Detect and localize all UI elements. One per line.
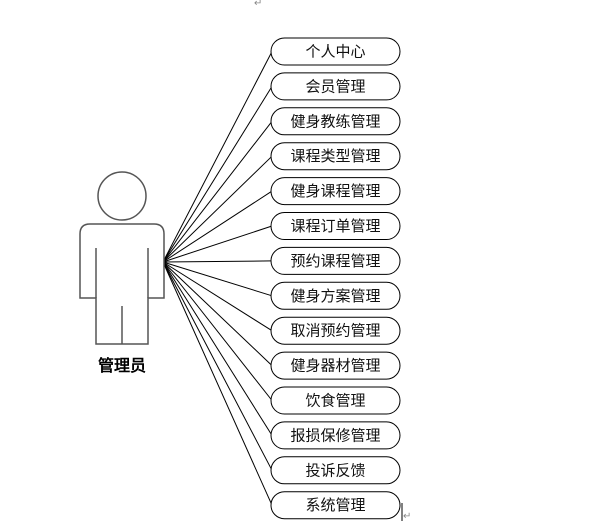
use-case-oval <box>270 421 401 450</box>
association-line <box>162 261 273 366</box>
association-line <box>162 155 273 263</box>
use-case-label: 健身教练管理 <box>290 112 380 130</box>
use-case: 健身教练管理 <box>270 107 401 136</box>
use-case-label: 投诉反馈 <box>305 461 365 479</box>
association-line <box>162 86 273 263</box>
use-case: 课程类型管理 <box>270 142 401 171</box>
association-line <box>162 261 273 506</box>
use-case-label: 系统管理 <box>305 496 365 514</box>
use-case-label: 健身器材管理 <box>290 357 380 375</box>
use-case-list: 个人中心会员管理健身教练管理课程类型管理健身课程管理课程订单管理预约课程管理健身… <box>270 37 401 520</box>
use-case: 健身课程管理 <box>270 177 401 206</box>
use-case-oval <box>270 386 401 415</box>
use-case: 会员管理 <box>270 72 401 101</box>
use-case: 饮食管理 <box>270 386 401 415</box>
paragraph-mark-top: ↵ <box>254 0 262 9</box>
paragraph-mark-end: ↵ <box>403 511 411 522</box>
association-line <box>162 190 273 263</box>
association-line <box>162 261 273 332</box>
association-line <box>162 51 273 263</box>
use-case-label: 个人中心 <box>305 43 365 61</box>
use-case-oval <box>270 491 401 520</box>
use-case-oval <box>270 246 401 275</box>
association-line <box>162 261 273 297</box>
use-case-label: 健身课程管理 <box>290 182 380 200</box>
use-case-oval <box>270 351 401 380</box>
use-case: 健身方案管理 <box>270 281 401 310</box>
association-line <box>162 261 273 471</box>
use-case-oval <box>270 142 401 171</box>
use-case-oval <box>270 72 401 101</box>
use-case-label: 预约课程管理 <box>290 252 380 270</box>
use-case: 报损保修管理 <box>270 421 401 450</box>
actor-name: 管理员 <box>98 356 146 375</box>
use-case-oval <box>270 37 401 66</box>
actor-body <box>79 223 165 345</box>
use-case-oval <box>270 281 401 310</box>
use-case: 个人中心 <box>270 37 401 66</box>
association-line <box>162 261 273 401</box>
use-case-label: 课程类型管理 <box>290 147 380 165</box>
use-case-oval <box>270 177 401 206</box>
use-case: 系统管理 <box>270 491 401 520</box>
actor-figure <box>79 171 165 345</box>
use-case-label: 饮食管理 <box>305 392 365 410</box>
association-line <box>162 120 273 263</box>
use-case-oval <box>270 107 401 136</box>
use-case: 投诉反馈 <box>270 456 401 485</box>
actor-head <box>97 171 147 221</box>
association-line <box>162 261 273 436</box>
association-lines <box>162 51 273 506</box>
use-case-label: 报损保修管理 <box>290 426 380 444</box>
association-line <box>162 260 273 263</box>
use-case: 课程订单管理 <box>270 212 401 240</box>
use-case-label: 会员管理 <box>305 77 365 95</box>
association-line <box>162 225 273 263</box>
use-case-label: 课程订单管理 <box>290 217 380 235</box>
use-case: 预约课程管理 <box>270 246 401 275</box>
use-case-label: 健身方案管理 <box>290 287 380 305</box>
use-case: 取消预约管理 <box>270 316 401 345</box>
use-case: 健身器材管理 <box>270 351 401 380</box>
use-case-oval <box>270 212 401 240</box>
use-case-oval <box>270 456 401 485</box>
use-case-oval <box>270 316 401 345</box>
use-case-label: 取消预约管理 <box>290 322 380 340</box>
